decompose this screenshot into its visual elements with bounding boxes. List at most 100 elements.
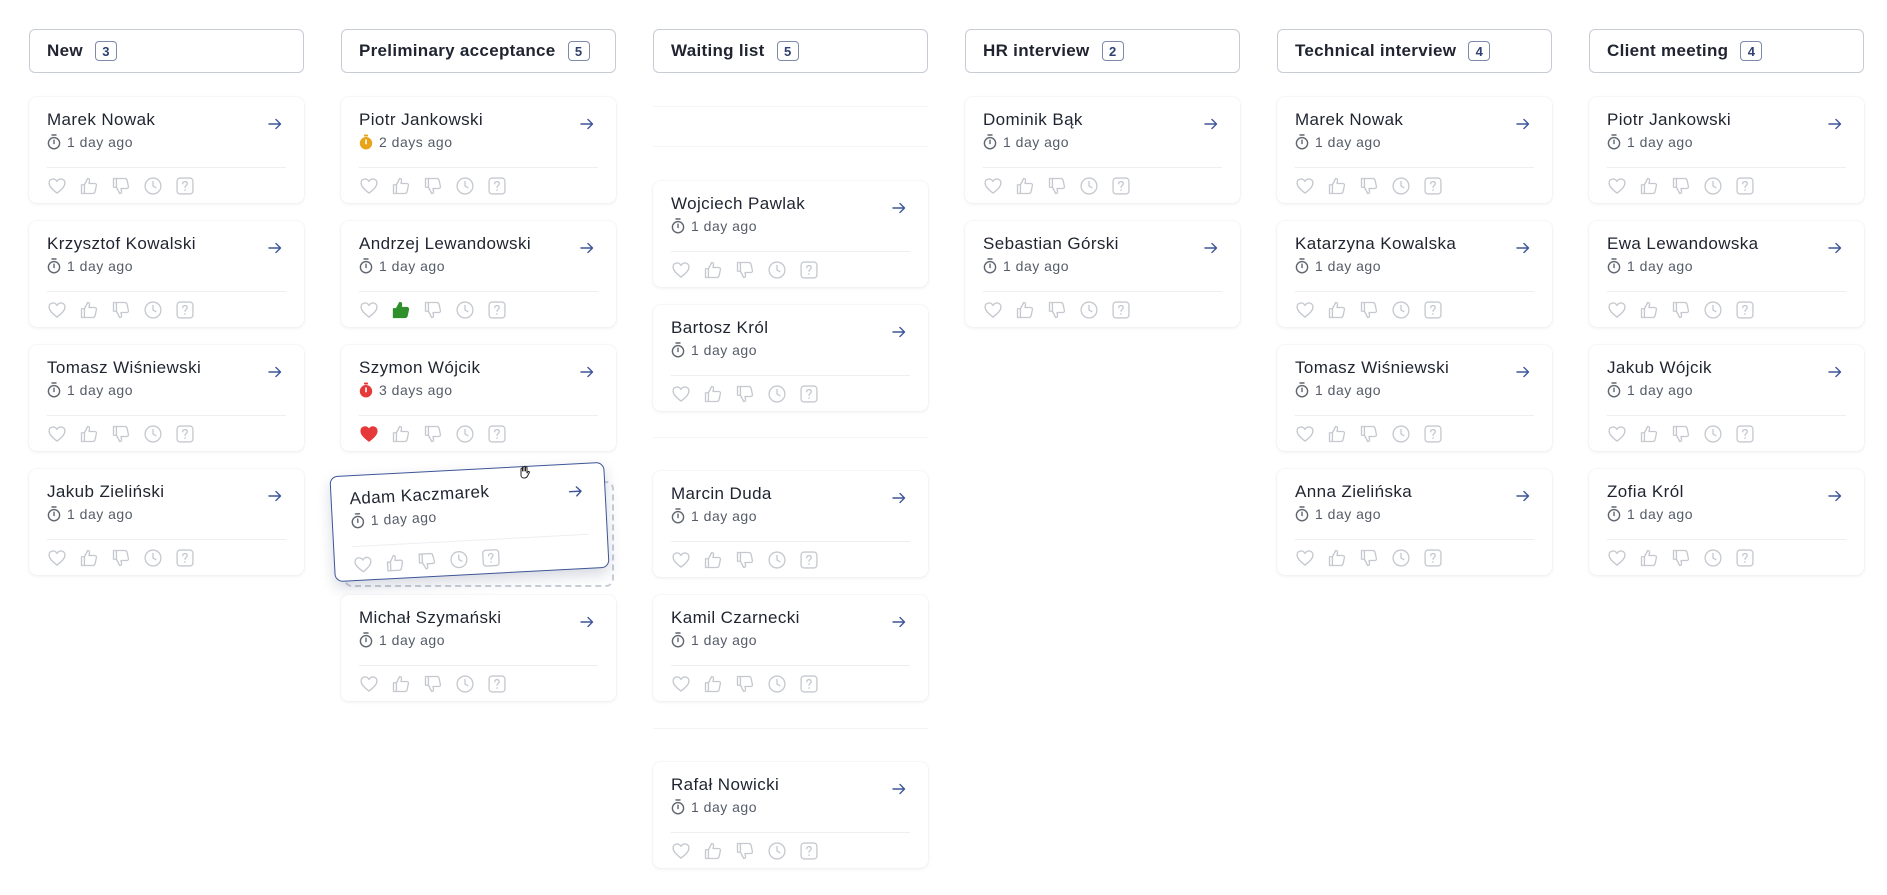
- heart-icon[interactable]: [47, 176, 67, 196]
- heart-icon[interactable]: [1607, 548, 1627, 568]
- thumbs-down-icon[interactable]: [111, 300, 131, 320]
- arrow-right-icon[interactable]: [892, 615, 906, 628]
- question-icon[interactable]: [1735, 548, 1755, 568]
- question-icon[interactable]: [1423, 424, 1443, 444]
- heart-icon[interactable]: [1295, 424, 1315, 444]
- thumbs-up-icon[interactable]: [391, 424, 411, 444]
- clock-icon[interactable]: [767, 841, 787, 861]
- heart-icon[interactable]: [983, 176, 1003, 196]
- heart-icon[interactable]: [983, 300, 1003, 320]
- clock-icon[interactable]: [1079, 300, 1099, 320]
- thumbs-down-icon[interactable]: [111, 176, 131, 196]
- arrow-right-icon[interactable]: [1828, 365, 1842, 378]
- question-icon[interactable]: [799, 384, 819, 404]
- question-icon[interactable]: [487, 176, 507, 196]
- arrow-right-icon[interactable]: [1828, 489, 1842, 502]
- arrow-right-icon[interactable]: [580, 615, 594, 628]
- thumbs-down-icon[interactable]: [1671, 548, 1691, 568]
- thumbs-down-icon[interactable]: [423, 424, 443, 444]
- thumbs-up-icon[interactable]: [79, 424, 99, 444]
- heart-icon[interactable]: [671, 841, 691, 861]
- thumbs-up-icon[interactable]: [1327, 424, 1347, 444]
- question-icon[interactable]: [1111, 176, 1131, 196]
- question-icon[interactable]: [799, 550, 819, 570]
- heart-icon[interactable]: [359, 674, 379, 694]
- question-icon[interactable]: [487, 424, 507, 444]
- arrow-right-icon[interactable]: [1828, 241, 1842, 254]
- clock-icon[interactable]: [767, 550, 787, 570]
- thumbs-up-icon[interactable]: [391, 300, 411, 320]
- arrow-right-icon[interactable]: [268, 117, 282, 130]
- heart-icon[interactable]: [47, 548, 67, 568]
- question-icon[interactable]: [1423, 300, 1443, 320]
- thumbs-down-icon[interactable]: [1671, 300, 1691, 320]
- question-icon[interactable]: [175, 548, 195, 568]
- thumbs-down-icon[interactable]: [735, 674, 755, 694]
- thumbs-up-icon[interactable]: [79, 300, 99, 320]
- clock-icon[interactable]: [1703, 548, 1723, 568]
- heart-icon[interactable]: [671, 550, 691, 570]
- question-icon[interactable]: [487, 674, 507, 694]
- clock-icon[interactable]: [1703, 424, 1723, 444]
- arrow-right-icon[interactable]: [1204, 241, 1218, 254]
- clock-icon[interactable]: [1703, 300, 1723, 320]
- heart-icon[interactable]: [359, 300, 379, 320]
- thumbs-up-icon[interactable]: [1327, 548, 1347, 568]
- heart-icon[interactable]: [1607, 300, 1627, 320]
- question-icon[interactable]: [799, 841, 819, 861]
- clock-icon[interactable]: [143, 424, 163, 444]
- heart-icon[interactable]: [1295, 300, 1315, 320]
- thumbs-down-icon[interactable]: [1359, 300, 1379, 320]
- clock-icon[interactable]: [455, 674, 475, 694]
- thumbs-down-icon[interactable]: [1671, 176, 1691, 196]
- arrow-right-icon[interactable]: [1516, 241, 1530, 254]
- thumbs-up-icon[interactable]: [703, 260, 723, 280]
- thumbs-down-icon[interactable]: [735, 550, 755, 570]
- thumbs-up-icon[interactable]: [391, 176, 411, 196]
- arrow-right-icon[interactable]: [580, 365, 594, 378]
- question-icon[interactable]: [799, 674, 819, 694]
- arrow-right-icon[interactable]: [268, 489, 282, 502]
- thumbs-up-icon[interactable]: [1327, 300, 1347, 320]
- arrow-right-icon[interactable]: [568, 484, 583, 497]
- question-icon[interactable]: [1735, 176, 1755, 196]
- arrow-right-icon[interactable]: [1516, 489, 1530, 502]
- clock-icon[interactable]: [1391, 176, 1411, 196]
- thumbs-down-icon[interactable]: [111, 424, 131, 444]
- thumbs-down-icon[interactable]: [735, 841, 755, 861]
- clock-icon[interactable]: [1391, 548, 1411, 568]
- question-icon[interactable]: [487, 300, 507, 320]
- thumbs-down-icon[interactable]: [735, 384, 755, 404]
- clock-icon[interactable]: [1079, 176, 1099, 196]
- clock-icon[interactable]: [455, 176, 475, 196]
- thumbs-down-icon[interactable]: [423, 674, 443, 694]
- clock-icon[interactable]: [1391, 424, 1411, 444]
- thumbs-up-icon[interactable]: [1639, 424, 1659, 444]
- thumbs-up-icon[interactable]: [703, 550, 723, 570]
- thumbs-up-icon[interactable]: [79, 548, 99, 568]
- arrow-right-icon[interactable]: [268, 365, 282, 378]
- thumbs-down-icon[interactable]: [1047, 300, 1067, 320]
- clock-icon[interactable]: [767, 260, 787, 280]
